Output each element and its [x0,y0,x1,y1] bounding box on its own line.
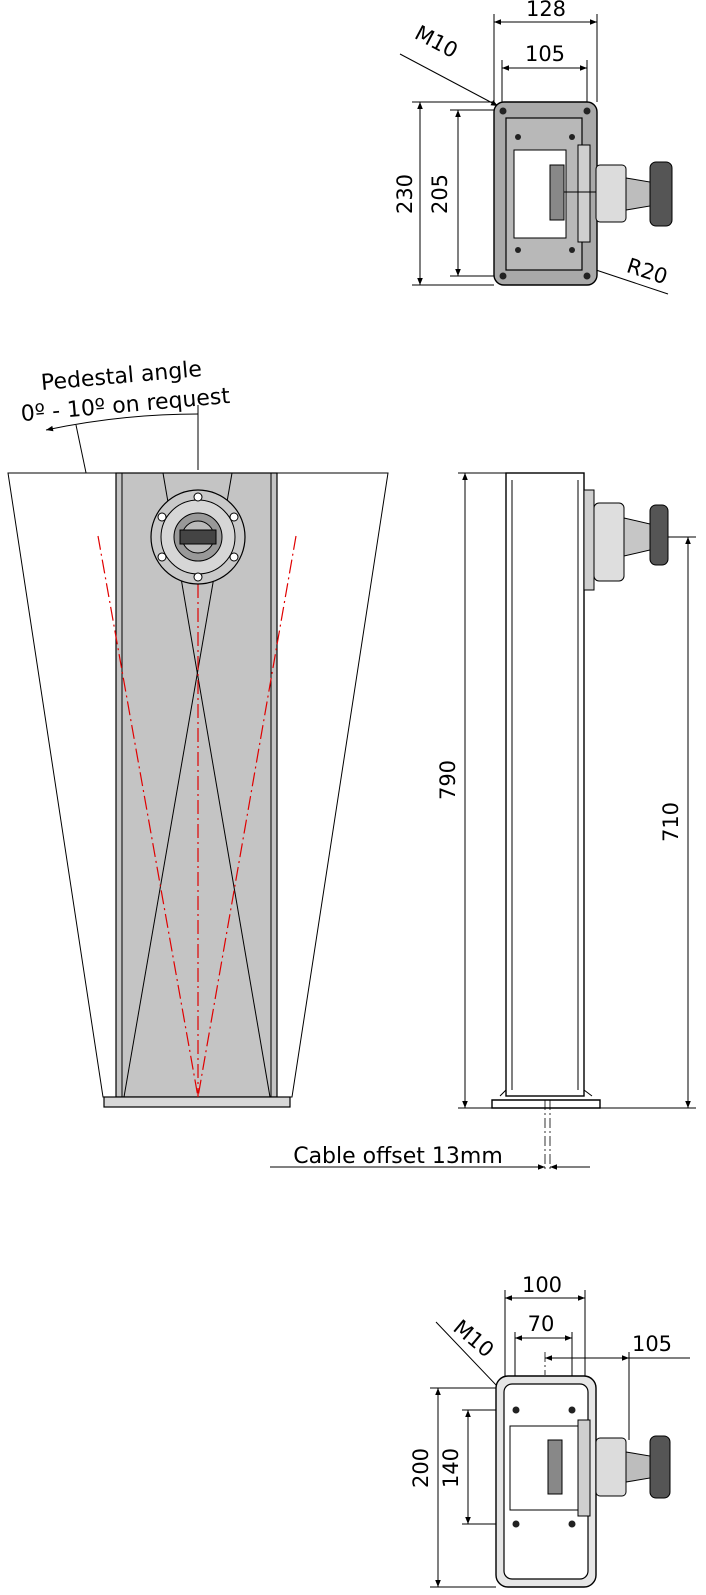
dim-width-100: 100 [504,1273,586,1390]
dim-text-710: 710 [659,802,683,842]
dim-width-128: 128 [493,0,598,102]
leader-r20: R20 [589,254,671,295]
radius-label: R20 [624,254,671,290]
front-view: Pedestal angle 0º - 10º on request [7,357,389,1108]
front-base-plate [103,1096,291,1108]
dim-text-230: 230 [393,174,417,214]
side-view: 790 710 Cable offset 13mm [270,472,696,1172]
bottom-mount-head [547,1419,671,1517]
front-mount-head [150,489,246,585]
dim-width-70: 70 [514,1312,573,1405]
top-mount-head [549,144,673,243]
dim-text-128: 128 [526,0,566,21]
dim-height-230: 230 [393,101,494,286]
dim-height-710: 710 [600,536,696,1109]
dim-text-100: 100 [522,1273,562,1297]
leader-m10-top: M10 [399,21,499,107]
dim-text-790: 790 [436,760,460,800]
dim-offset-105: 105 [544,1332,690,1440]
side-column [505,472,585,1097]
dim-text-205: 205 [428,174,452,214]
bottom-view: 100 70 105 M10 200 [409,1273,690,1588]
side-mount-head [583,489,669,591]
thread-label-bottom: M10 [449,1315,499,1362]
top-bolt-holes [499,107,591,280]
dim-text-140: 140 [439,1448,463,1488]
dim-text-105: 105 [525,42,565,66]
dim-height-205: 205 [428,109,500,277]
dim-text-105-bottom: 105 [632,1332,672,1356]
dim-text-70: 70 [528,1312,555,1336]
thread-label-top: M10 [411,21,462,63]
dim-height-200: 200 [409,1387,496,1588]
dim-height-790: 790 [436,472,506,1109]
dim-text-200: 200 [409,1448,433,1488]
cable-offset-label: Cable offset 13mm [293,1144,503,1169]
bottom-column-inner [509,1425,581,1511]
bottom-bolt-holes [512,1406,576,1528]
angle-arc [45,413,199,432]
top-view: 128 105 M10 230 205 [393,0,673,295]
dim-width-105: 105 [501,42,588,110]
side-base-plate [491,1099,601,1109]
dim-cable-offset: Cable offset 13mm [270,1100,590,1172]
